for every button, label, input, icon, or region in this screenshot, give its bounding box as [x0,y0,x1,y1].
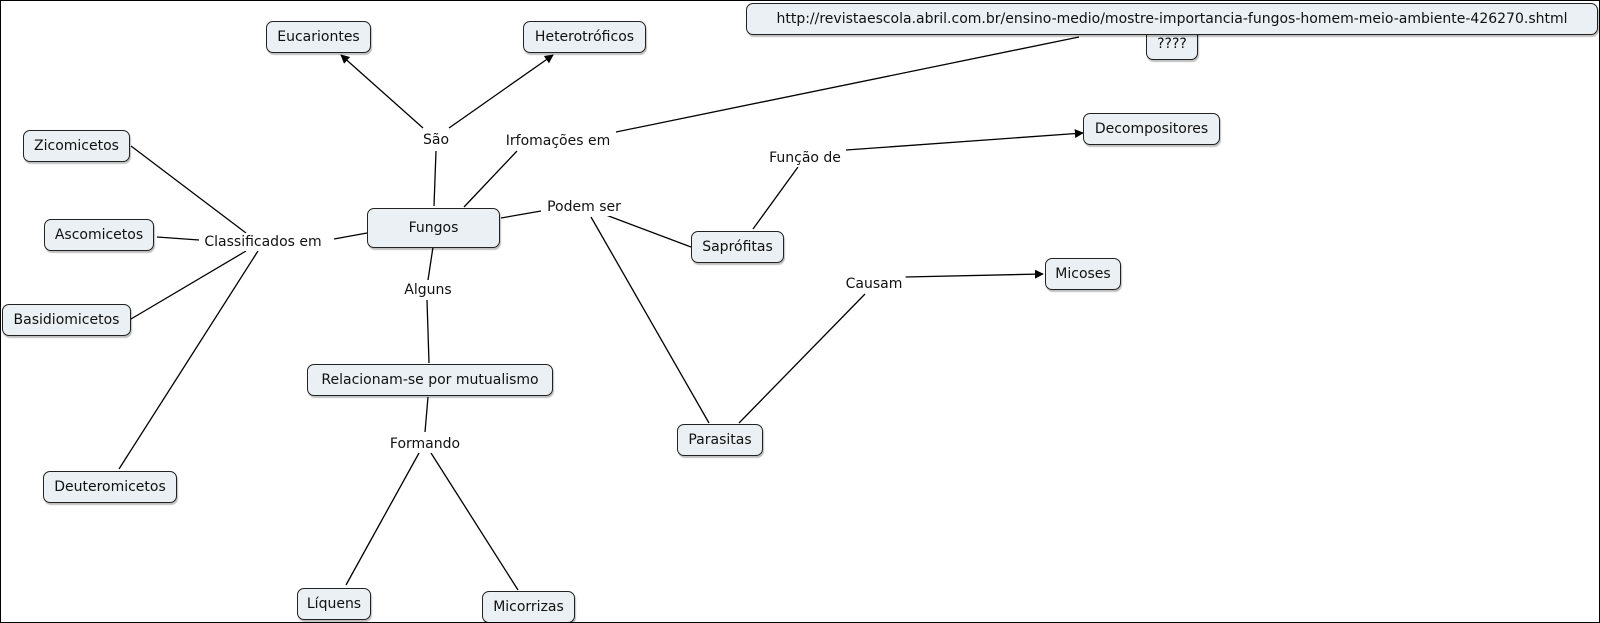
concept-ascomicetos[interactable]: Ascomicetos [44,219,154,251]
phrase-informacoes: Irfomações em [502,132,614,150]
link-mutualismo-formando [424,396,429,433]
link-classificados-basidiomicetos [130,250,247,320]
link-fungos-podemser [500,210,542,219]
concept-eucariontes[interactable]: Eucariontes [266,21,371,53]
link-formando-micorrizas [430,452,519,591]
concept-url[interactable]: http://revistaescola.abril.com.br/ensino… [746,3,1598,35]
link-classificados-ascomicetos [156,236,200,241]
concept-heterotroficos[interactable]: Heterotróficos [523,21,646,53]
link-parasitas-causam [738,293,866,424]
phrase-sao: São [419,131,453,149]
phrase-formando: Formando [386,435,464,453]
concept-zicomicetos[interactable]: Zicomicetos [23,130,130,162]
link-causam-micoses [904,269,1044,279]
phrase-classificados: Classificados em [201,233,325,251]
concept-parasitas[interactable]: Parasitas [677,424,763,456]
concept-liquens[interactable]: Líquens [297,588,371,620]
phrase-causam: Causam [842,275,906,293]
phrase-funcao-de: Função de [766,149,844,167]
link-informacoes-url [615,36,1080,133]
link-sapro-funcao [752,166,799,230]
link-sao-eucariontes [340,54,424,129]
concept-decompositores[interactable]: Decompositores [1083,113,1220,145]
link-podemser-sapro [605,214,692,248]
concept-basidiomicetos[interactable]: Basidiomicetos [2,304,131,336]
concept-saprofitas[interactable]: Saprófitas [691,231,784,263]
concept-mutualismo[interactable]: Relacionam-se por mutualismo [307,364,553,396]
link-podemser-parasitas [590,216,710,424]
link-fungos-classificados [333,232,368,240]
link-classificados-deuteromicetos [118,250,259,470]
concept-deuteromicetos[interactable]: Deuteromicetos [43,471,177,503]
concept-micoses[interactable]: Micoses [1045,258,1121,290]
phrase-podem-ser: Podem ser [544,198,624,216]
link-sao-heterotroficos [448,54,554,129]
link-classificados-zicomicetos [130,145,247,234]
concept-fungos[interactable]: Fungos [367,208,500,248]
link-formando-liquens [345,452,420,586]
concept-micorrizas[interactable]: Micorrizas [482,591,575,622]
link-fungos-informacoes [463,150,518,208]
phrase-alguns: Alguns [401,281,455,299]
link-alguns-mutualismo [426,299,430,364]
link-fungos-alguns [427,246,434,281]
link-fungos-sao [433,150,437,207]
link-funcao-decompositores [845,129,1084,151]
